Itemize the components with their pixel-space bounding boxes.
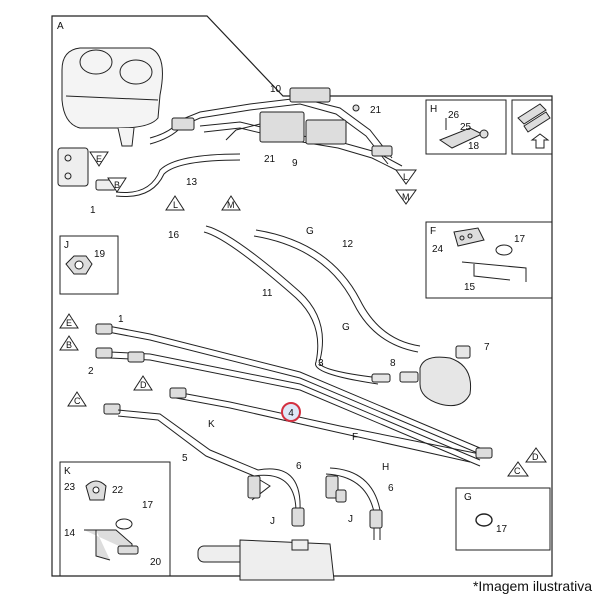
parts-k bbox=[84, 480, 139, 561]
part-label: 17 bbox=[496, 524, 508, 535]
clamp-24 bbox=[453, 227, 485, 247]
reservoir bbox=[61, 47, 163, 147]
part-label: 24 bbox=[432, 244, 444, 255]
hose-11 bbox=[205, 225, 381, 379]
letter-label: F bbox=[352, 432, 358, 443]
part-label: 9 bbox=[292, 158, 298, 169]
box-tools bbox=[511, 99, 553, 155]
section-label-g: G bbox=[464, 492, 472, 503]
part-label-4: 4 bbox=[288, 408, 294, 419]
pipe-fittings bbox=[95, 323, 493, 459]
upper-brackets bbox=[171, 87, 393, 157]
lower-hoses bbox=[117, 409, 381, 540]
valve-block bbox=[57, 147, 117, 191]
part-label: 17 bbox=[514, 234, 526, 245]
part-label: 25 bbox=[460, 122, 472, 133]
nut-19 bbox=[65, 255, 93, 275]
part-label: 18 bbox=[468, 141, 480, 152]
illustrative-caption: *Imagem ilustrativa bbox=[472, 578, 592, 594]
part-label: 21 bbox=[264, 154, 276, 165]
part-label: 3 bbox=[318, 358, 324, 369]
clip-h bbox=[438, 118, 489, 149]
section-label-k: K bbox=[64, 466, 71, 477]
letter-label: J bbox=[348, 514, 353, 525]
tri-letter: L bbox=[173, 200, 178, 210]
tri-letter: D bbox=[532, 452, 539, 462]
section-label-a: A bbox=[57, 21, 64, 32]
triangle-callouts bbox=[59, 151, 547, 477]
tri-letter: E bbox=[66, 318, 72, 328]
part-label: 19 bbox=[94, 249, 106, 260]
pipe-13 bbox=[115, 153, 241, 194]
part-label: 1 bbox=[118, 314, 124, 325]
part-label: 5 bbox=[182, 453, 188, 464]
part-label: 2 bbox=[88, 366, 94, 377]
section-label-j: J bbox=[64, 240, 69, 251]
letter-label: G bbox=[342, 322, 350, 333]
triangle-letters: E B L M L M E B D C C D bbox=[66, 154, 539, 476]
tri-letter: C bbox=[514, 466, 521, 476]
box-f bbox=[425, 221, 553, 299]
part-label: 1 bbox=[90, 205, 96, 216]
part-label: 26 bbox=[448, 110, 460, 121]
tri-letter: B bbox=[66, 340, 72, 350]
part-label: 22 bbox=[112, 485, 124, 496]
part-label: 23 bbox=[64, 482, 76, 493]
tool-icon bbox=[517, 103, 551, 149]
part-label: 16 bbox=[168, 230, 180, 241]
hose-12 bbox=[255, 229, 421, 347]
tri-letter: M bbox=[402, 192, 410, 202]
letter-label: G bbox=[306, 226, 314, 237]
part-label: 20 bbox=[150, 557, 162, 568]
box-h bbox=[425, 99, 507, 155]
part-label: 21 bbox=[370, 105, 382, 116]
part-label: 7 bbox=[484, 342, 490, 353]
actuator bbox=[371, 345, 472, 407]
tri-letter: C bbox=[74, 396, 81, 406]
part-label: 15 bbox=[464, 282, 476, 293]
tri-letter: M bbox=[227, 200, 235, 210]
part-label: 10 bbox=[270, 84, 282, 95]
box-j bbox=[59, 235, 119, 295]
part-label: 13 bbox=[186, 177, 198, 188]
tri-letter: B bbox=[114, 180, 120, 190]
part-label: 6 bbox=[388, 483, 394, 494]
part-label: 8 bbox=[390, 358, 396, 369]
bracket-15 bbox=[461, 261, 527, 282]
tri-letter: L bbox=[403, 172, 408, 182]
long-pipes bbox=[107, 325, 481, 467]
oring-17-f bbox=[495, 244, 513, 256]
hose-fittings bbox=[247, 475, 383, 529]
letter-label: J bbox=[270, 516, 275, 527]
part-label: 12 bbox=[342, 239, 354, 250]
box-g bbox=[455, 487, 551, 551]
part-labels: 10 21 21 9 13 1 26 25 18 16 19 12 11 24 … bbox=[64, 84, 526, 568]
main-frame bbox=[51, 15, 553, 577]
part-label: 17 bbox=[142, 500, 154, 511]
tri-letter: D bbox=[140, 380, 147, 390]
box-k bbox=[59, 461, 171, 577]
part-label: 11 bbox=[262, 288, 273, 299]
oring-17-g bbox=[475, 513, 493, 527]
letter-label: K bbox=[208, 419, 215, 430]
section-label-f: F bbox=[430, 226, 436, 237]
cylinder bbox=[197, 539, 335, 581]
letter-labels: G G F K H J J bbox=[208, 226, 389, 527]
section-label-h: H bbox=[430, 104, 437, 115]
letter-label: H bbox=[382, 462, 389, 473]
highlighted-part-4[interactable]: 4 bbox=[281, 402, 301, 422]
part-label: 6 bbox=[296, 461, 302, 472]
part-label: 14 bbox=[64, 528, 76, 539]
tri-letter: E bbox=[96, 154, 102, 164]
